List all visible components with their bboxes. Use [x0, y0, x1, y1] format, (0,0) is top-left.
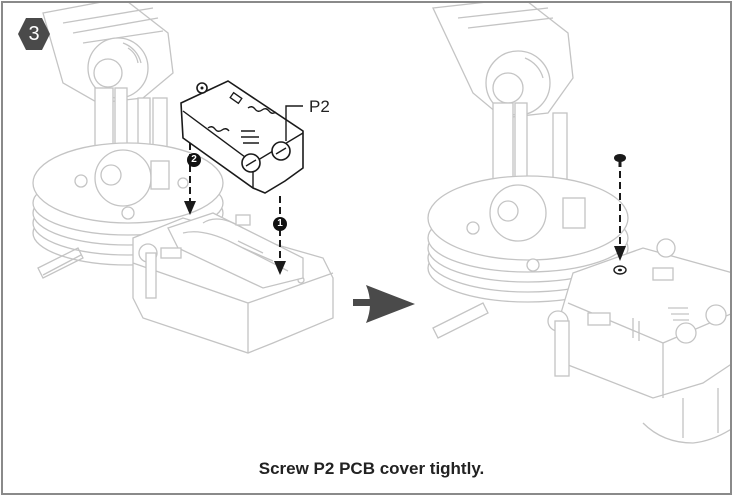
right-arrow-icon: [353, 285, 415, 323]
step-marker-2: 2: [187, 153, 201, 167]
arrow-head-1: [274, 261, 286, 275]
screw-arrow-head: [614, 246, 626, 261]
p2-pcb-cover: [180, 80, 304, 194]
step-marker-1: 1: [273, 217, 287, 231]
step-number-badge: 3: [17, 17, 51, 51]
instruction-caption: Screw P2 PCB cover tightly.: [258, 459, 485, 478]
step-number: 3: [28, 23, 40, 45]
assembly-illustration: [32, 3, 730, 444]
part-callout-label: P2: [309, 97, 330, 116]
left-robot-arm: [32, 3, 334, 354]
right-robot-arm: [427, 3, 730, 444]
hexagon-icon: [18, 18, 50, 50]
screw-icon: [614, 154, 626, 167]
arrow-head-2: [184, 201, 196, 215]
instruction-panel: 3 P2 2 1 Screw P2 PCB cover tightly.: [1, 1, 732, 495]
